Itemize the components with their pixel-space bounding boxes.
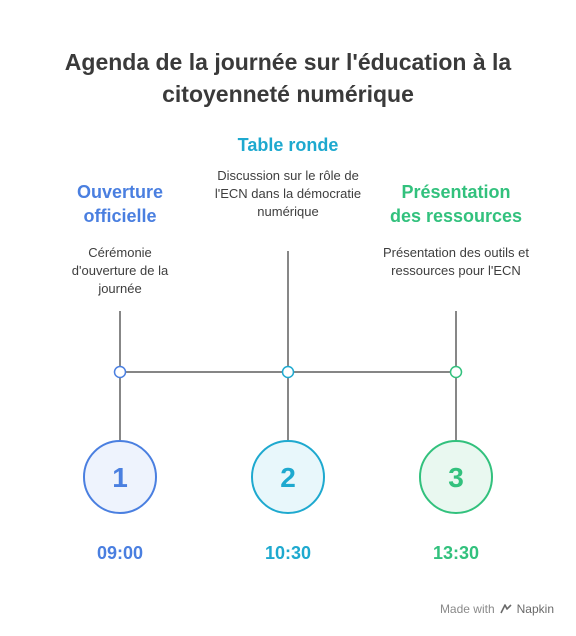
step-1-heading: Ouverture officielle (76, 182, 164, 226)
step-1-number: 1 (112, 462, 128, 493)
made-with-label: Made with (439, 602, 495, 616)
napkin-logo-icon (499, 604, 512, 614)
step-2-heading: Table ronde (237, 135, 339, 155)
step-1-description: Cérémonie d'ouverture de la journée (71, 245, 169, 296)
step-2-time: 10:30 (264, 543, 312, 563)
step-1-node (113, 365, 127, 379)
step-3-node (449, 365, 463, 379)
made-with-napkin-footer: Made with Napkin (440, 602, 554, 616)
step-1-number-circle (83, 440, 157, 514)
step-2-description: Discussion sur le rôle de l'ECN dans la … (214, 168, 362, 219)
step-1-time: 09:00 (96, 543, 144, 563)
step-2-number-circle (251, 440, 325, 514)
napkin-brand-label: Napkin (516, 602, 554, 616)
step-3-heading: Présentation des ressources (389, 182, 523, 226)
step-3-number-circle (419, 440, 493, 514)
step-3-description: Présentation des outils et ressources po… (383, 245, 529, 278)
step-3-number: 3 (448, 462, 464, 493)
step-2-number: 2 (280, 462, 296, 493)
step-2-node (281, 365, 295, 379)
page-title: Agenda de la journée sur l'éducation à l… (64, 49, 512, 107)
step-3-time: 13:30 (432, 543, 480, 563)
